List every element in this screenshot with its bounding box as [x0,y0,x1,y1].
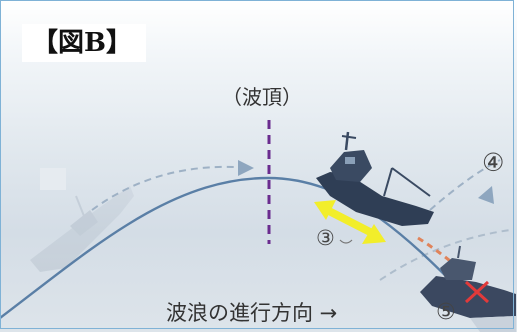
title-background [22,24,146,62]
figure-title: 【図B】 [32,28,132,58]
path-arrowhead-upper [238,160,254,176]
dashed-path-upper [91,165,251,211]
marker-three: ③ [316,226,335,250]
double-arrow-three [314,200,386,244]
dashed-path-four [429,159,501,211]
boat-main [316,131,434,226]
dashed-path-lower [379,229,511,281]
red-dashed-path [417,236,457,268]
marker-five: ⑤ [436,300,456,325]
faint-block [40,168,66,190]
wave-direction-label: 波浪の進行方向 → [166,301,338,325]
path-arrowhead-four [478,186,494,204]
faded-boat-left [30,186,134,272]
marker-four: ④ [482,148,505,177]
return-arrow-icon [339,239,353,244]
wave-curve [0,176,471,319]
crest-label: （波頂） [222,85,302,109]
faded-boat-right [420,245,516,332]
x-mark-icon [464,280,490,304]
